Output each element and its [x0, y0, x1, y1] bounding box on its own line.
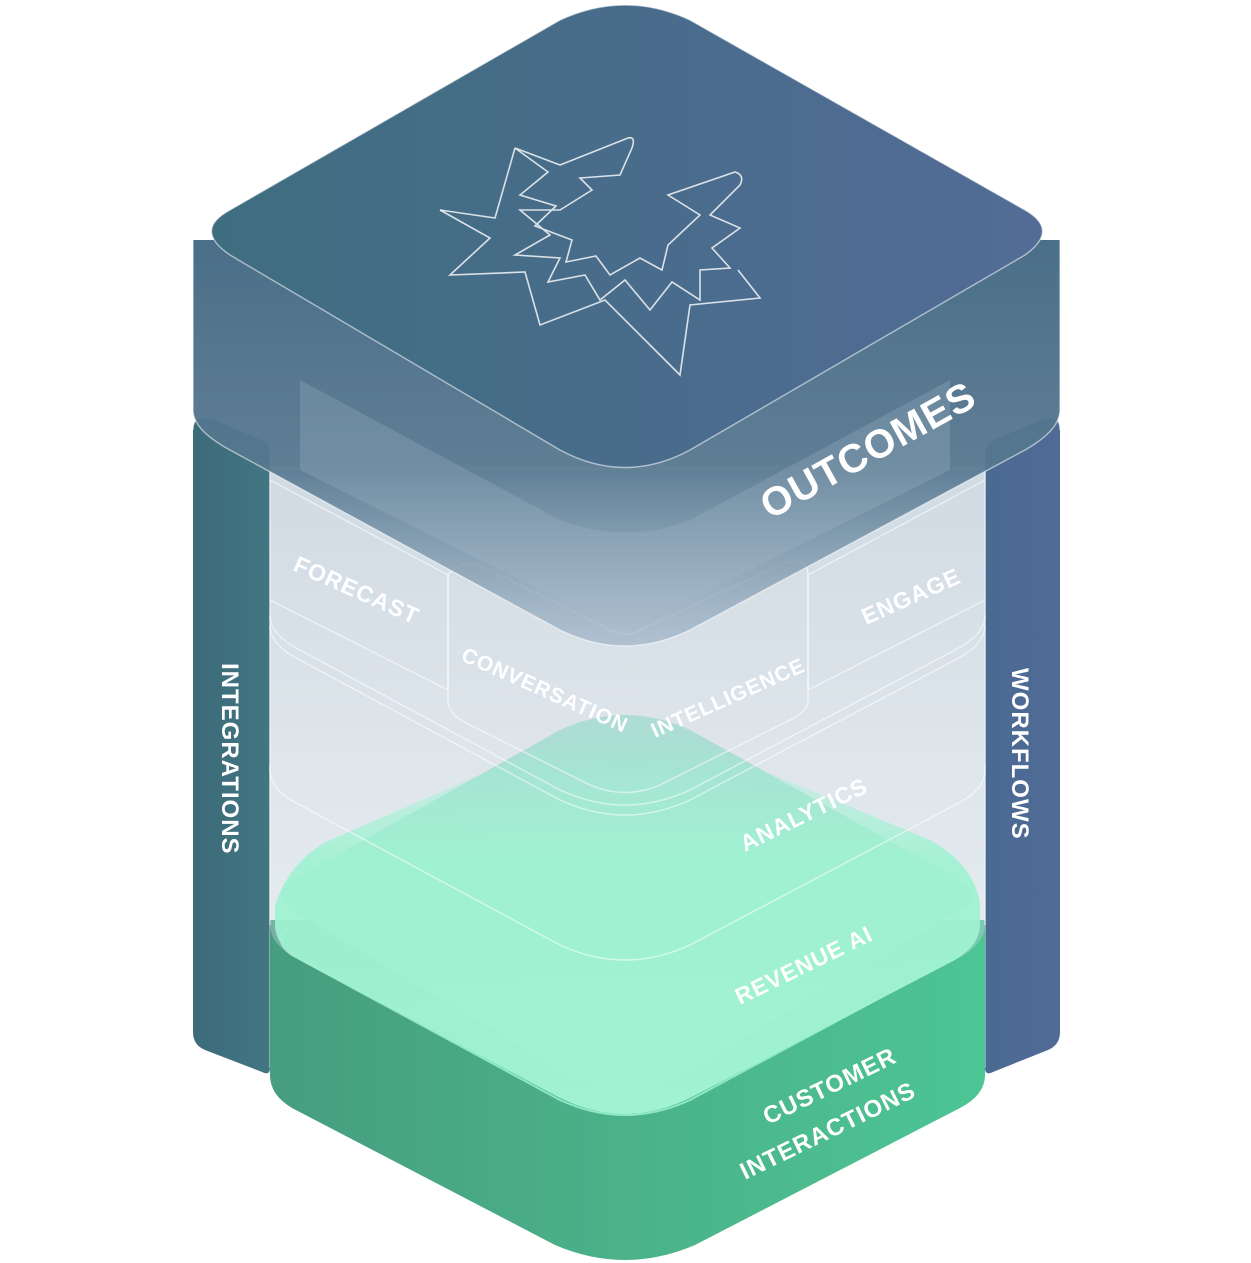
- workflows-label: WORKFLOWS: [1006, 668, 1033, 840]
- outcomes-block: [192, 4, 1061, 647]
- star-logo-icon: [439, 136, 762, 377]
- glass-layers: [269, 470, 986, 1114]
- integrations-label: INTEGRATIONS: [216, 663, 243, 855]
